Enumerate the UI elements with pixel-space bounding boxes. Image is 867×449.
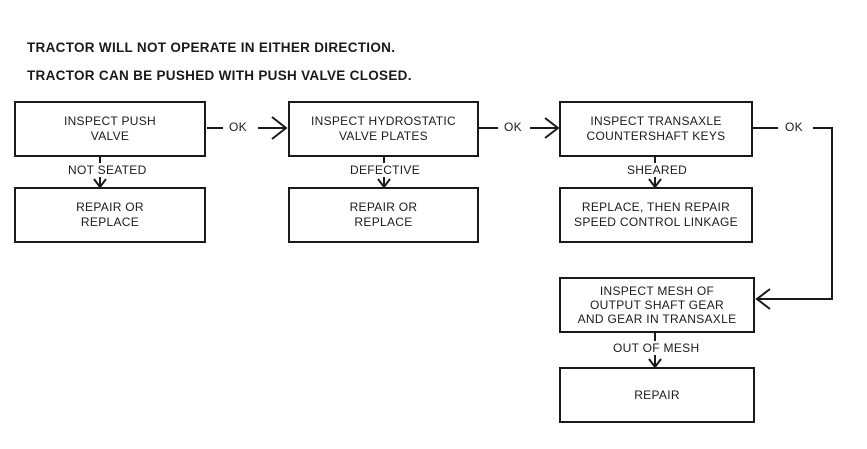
arrowhead-ok-3 (755, 288, 771, 310)
out-of-mesh-label: OUT OF MESH (611, 341, 702, 355)
transaxle-repair-box: REPLACE, THEN REPAIR SPEED CONTROL LINKA… (559, 187, 753, 243)
push-valve-repair-box: REPAIR OR REPLACE (14, 187, 206, 243)
ok-label-3: OK (783, 120, 805, 134)
not-seated-label: NOT SEATED (66, 163, 149, 177)
inspect-mesh-box: INSPECT MESH OF OUTPUT SHAFT GEAR AND GE… (559, 277, 755, 333)
defective-label: DEFECTIVE (348, 163, 423, 177)
connector-ok-3-loop (756, 127, 833, 300)
ok-label-2: OK (502, 120, 524, 134)
ok-label-1: OK (227, 120, 249, 134)
inspect-push-valve-box: INSPECT PUSH VALVE (14, 101, 206, 157)
inspect-transaxle-box: INSPECT TRANSAXLE COUNTERSHAFT KEYS (559, 101, 753, 157)
inspect-hydrostatic-box: INSPECT HYDROSTATIC VALVE PLATES (288, 101, 479, 157)
mesh-repair-box: REPAIR (559, 367, 755, 423)
sheared-label: SHEARED (625, 163, 690, 177)
arrowhead-ok-1 (271, 116, 288, 140)
hydrostatic-repair-box: REPAIR OR REPLACE (288, 187, 479, 243)
title-line-1: TRACTOR WILL NOT OPERATE IN EITHER DIREC… (27, 40, 396, 55)
title-line-2: TRACTOR CAN BE PUSHED WITH PUSH VALVE CL… (27, 68, 412, 83)
arrowhead-ok-2 (544, 117, 560, 139)
